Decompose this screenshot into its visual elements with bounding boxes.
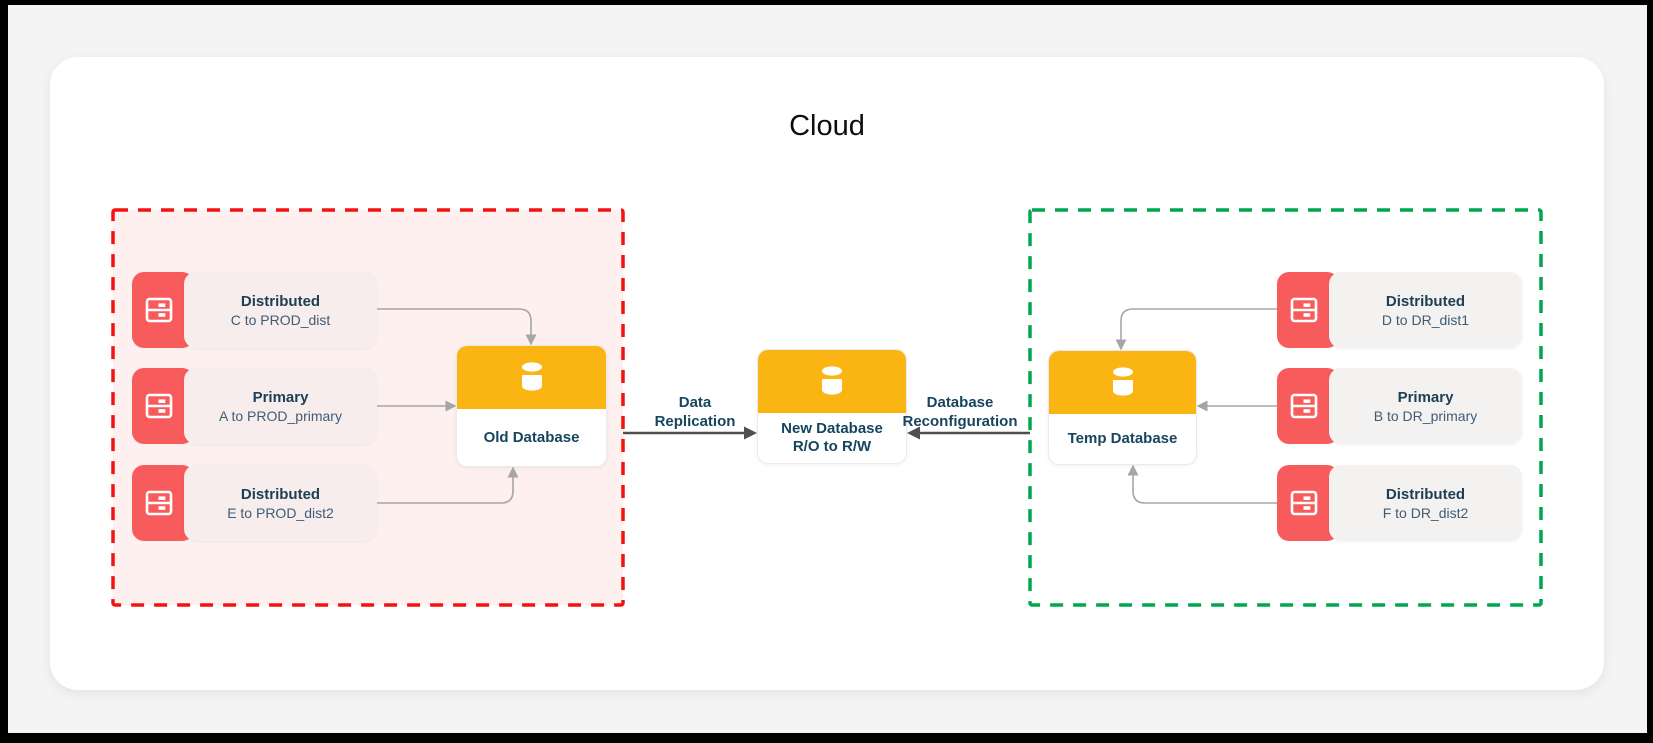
diagram-card: Cloud <box>50 57 1604 690</box>
server-rack-icon <box>145 393 173 419</box>
server-rack-icon <box>145 490 173 516</box>
server-title: Distributed <box>1385 292 1466 310</box>
server-accent <box>132 272 194 348</box>
database-node-header <box>457 346 606 409</box>
arrow-server-d-to-temp-db <box>1115 308 1277 351</box>
server-title: Distributed <box>240 292 321 310</box>
server-accent <box>1277 272 1339 348</box>
diagram-title: Cloud <box>789 110 865 142</box>
server-node-prod-primary-a: Primary A to PROD_primary <box>132 368 377 444</box>
server-node-prod-distributed-c: Distributed C to PROD_dist <box>132 272 377 348</box>
server-subtitle: E to PROD_dist2 <box>227 504 334 521</box>
server-title: Primary <box>1397 388 1454 406</box>
server-subtitle: D to DR_dist1 <box>1381 311 1470 328</box>
server-node-dr-primary-b: Primary B to DR_primary <box>1277 368 1522 444</box>
server-title: Distributed <box>240 485 321 503</box>
temp-database-node: Temp Database <box>1048 350 1197 465</box>
edge-label-line1: Database <box>926 394 994 411</box>
old-database-node: Old Database <box>456 345 607 467</box>
database-node-label: Old Database <box>483 428 580 446</box>
new-database-node: New Database R/O to R/W <box>757 349 907 464</box>
server-node-dr-distributed-f: Distributed F to DR_dist2 <box>1277 465 1522 541</box>
database-node-label: Temp Database <box>1067 430 1178 447</box>
database-cylinder-icon <box>521 361 542 391</box>
server-node-dr-distributed-d: Distributed D to DR_dist1 <box>1277 272 1522 348</box>
server-accent <box>132 368 194 444</box>
server-title: Primary <box>252 388 309 406</box>
database-node-header <box>758 350 906 413</box>
page-background: Cloud <box>8 5 1647 733</box>
server-rack-icon <box>1290 393 1318 419</box>
edge-label-line1: Data <box>678 394 712 411</box>
database-cylinder-icon <box>1112 366 1133 396</box>
server-title: Distributed <box>1385 485 1466 503</box>
arrow-server-e-to-old-db <box>375 466 519 504</box>
data-replication-label: Data Replication <box>655 393 736 431</box>
server-accent <box>1277 368 1339 444</box>
arrow-server-f-to-temp-db <box>1127 464 1277 504</box>
database-reconfiguration-label: Database Reconfiguration <box>903 393 1018 431</box>
server-subtitle: F to DR_dist2 <box>1382 504 1469 521</box>
arrow-server-c-to-old-db <box>375 308 537 346</box>
database-node-label-line1: New Database <box>781 420 883 437</box>
server-rack-icon <box>1290 297 1318 323</box>
server-subtitle: C to PROD_dist <box>230 311 331 328</box>
server-node-prod-distributed-e: Distributed E to PROD_dist2 <box>132 465 377 541</box>
server-accent <box>132 465 194 541</box>
server-accent <box>1277 465 1339 541</box>
database-node-label-line2: R/O to R/W <box>792 438 872 455</box>
dr-group-box <box>1028 208 1543 607</box>
database-cylinder-icon <box>822 365 842 395</box>
edge-label-line2: Reconfiguration <box>902 413 1018 430</box>
database-node-header <box>1049 351 1196 414</box>
server-subtitle: A to PROD_primary <box>219 407 342 424</box>
server-subtitle: B to DR_primary <box>1373 407 1478 424</box>
server-rack-icon <box>1290 490 1318 516</box>
edge-label-line2: Replication <box>654 413 736 430</box>
server-rack-icon <box>145 297 173 323</box>
